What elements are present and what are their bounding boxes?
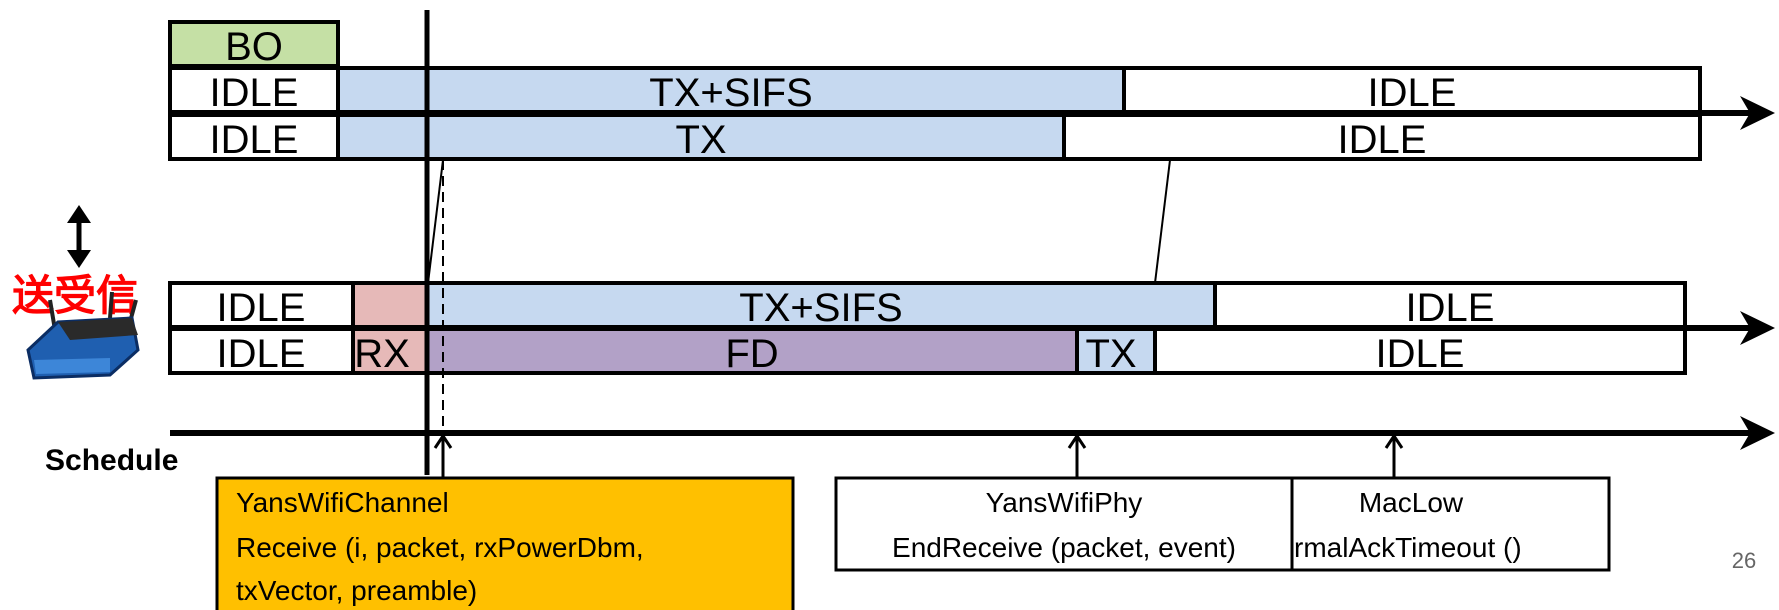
bo-label: BO — [225, 25, 283, 69]
top-row1-idle-left — [168, 66, 340, 114]
mac-event-line1: MacLow — [1359, 487, 1464, 518]
bottom-row2-idle-right — [1153, 327, 1687, 375]
schedule-axis: Schedule — [45, 416, 1775, 477]
bottom-row1-rx-gap — [351, 281, 429, 329]
schedule-label: Schedule — [45, 444, 178, 477]
top-row2-idle-right-label: IDLE — [1338, 118, 1427, 162]
event-arrows — [433, 433, 1404, 478]
top-row2-idle-left — [168, 113, 340, 161]
bottom-row2-tx-label: TX — [1085, 332, 1136, 376]
phy-event-line1: YansWifiPhy — [986, 487, 1143, 518]
channel-event-line2: Receive (i, packet, rxPowerDbm, — [236, 532, 644, 563]
event-phy-endreceive: YansWifiPhy EndReceive (packet, event) — [834, 476, 1294, 572]
top-row1-tx-sifs — [336, 66, 1126, 114]
event-mac-timeout: MacLow rmalAckTimeout () — [1290, 476, 1611, 572]
tx-end-diagonal — [1154, 159, 1171, 284]
bottom-row2-idle-right-label: IDLE — [1376, 332, 1465, 376]
top-axis-arrowhead — [1740, 96, 1775, 130]
bottom-row2-fd-label: FD — [725, 332, 778, 376]
top-row1-idle-right-label: IDLE — [1368, 71, 1457, 115]
bottom-axis-arrowhead — [1740, 311, 1775, 345]
propagation-diagonal — [427, 159, 444, 284]
bottom-row2-tx — [1075, 327, 1157, 375]
bottom-row1-idle-left-label: IDLE — [217, 286, 306, 330]
top-row1-idle-right — [1122, 66, 1702, 114]
channel-event-line3: txVector, preamble) — [236, 575, 477, 606]
wifi-router-icon — [26, 291, 140, 380]
time-markers — [424, 10, 1171, 475]
double-arrow-icon — [67, 205, 91, 268]
channel-event-line1: YansWifiChannel — [236, 487, 449, 518]
top-row1-tx-sifs-label: TX+SIFS — [649, 71, 812, 115]
top-row2-idle-right — [1062, 113, 1702, 161]
bottom-row2-idle-left — [168, 327, 355, 375]
bottom-row2-rx-label: RX — [354, 332, 410, 376]
top-row2-tx-label: TX — [675, 118, 726, 162]
bottom-row1-idle-right-label: IDLE — [1406, 286, 1495, 330]
page-number: 26 — [1732, 548, 1756, 573]
bottom-row2-idle-left-label: IDLE — [217, 332, 306, 376]
top-row2-idle-left-label: IDLE — [210, 118, 299, 162]
top-row1-idle-left-label: IDLE — [210, 71, 299, 115]
bottom-row1-tx-sifs-label: TX+SIFS — [739, 286, 902, 330]
mac-event-line2: rmalAckTimeout () — [1294, 532, 1522, 563]
bottom-row2-rx — [351, 327, 429, 375]
phy-event-line2: EndReceive (packet, event) — [892, 532, 1236, 563]
top-node: BO IDLE TX+SIFS IDLE IDLE TX IDLE — [168, 20, 1775, 162]
tx-rx-side-label: 送受信 — [12, 271, 138, 320]
schedule-axis-arrowhead — [1740, 416, 1775, 450]
event-channel-receive: YansWifiChannel Receive (i, packet, rxPo… — [215, 476, 795, 610]
bottom-node: IDLE TX+SIFS IDLE IDLE RX FD TX IDLE 送受信 — [12, 205, 1775, 380]
